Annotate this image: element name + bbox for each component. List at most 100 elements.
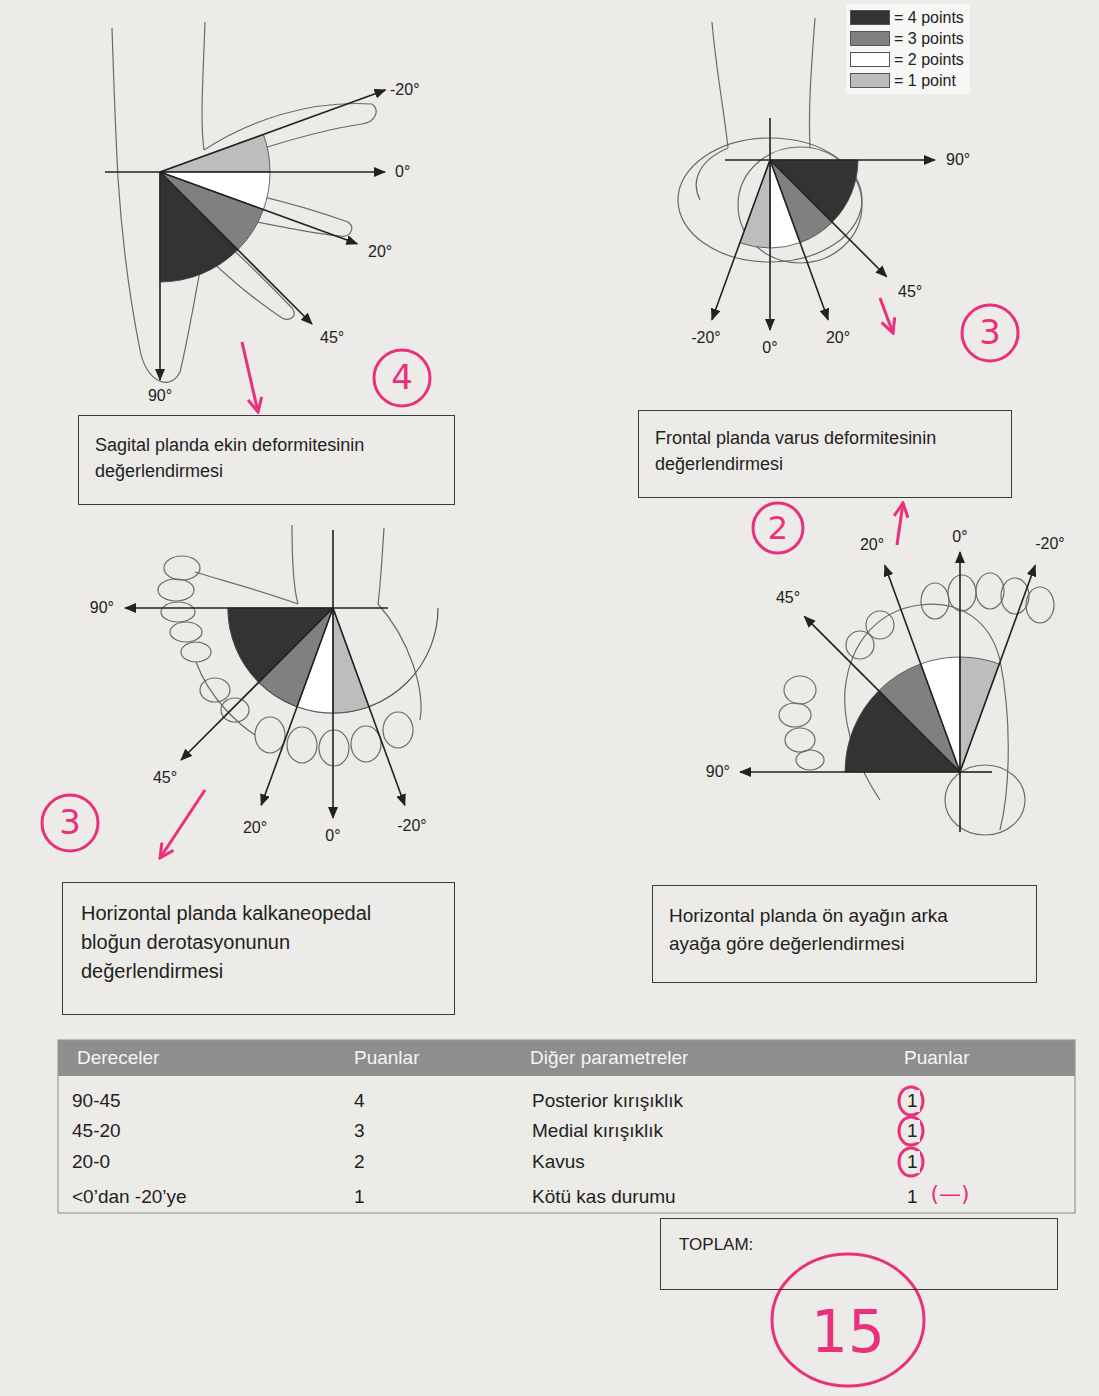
score-circle: [899, 1087, 923, 1115]
leg-outline: [696, 148, 728, 200]
legend-text: = 2 points: [894, 51, 964, 69]
score-mark: 4: [389, 358, 415, 397]
table-cell: <0’dan -20’ye: [70, 1186, 189, 1208]
axis-line: [960, 771, 992, 773]
table-header: Puanlar: [902, 1047, 972, 1069]
toe-outline: [161, 602, 195, 622]
legend-text: = 3 points: [894, 30, 964, 48]
angle-arrow: [181, 608, 333, 760]
score-circle: [899, 1117, 923, 1145]
leg-outline: [202, 22, 205, 150]
table-cell: 1: [905, 1120, 920, 1142]
toe-outline: [170, 622, 202, 642]
table-cell: 1: [352, 1186, 367, 1208]
pointer-arrow: [242, 342, 258, 412]
toe-outline: [948, 575, 976, 611]
toe-outline: [921, 583, 949, 619]
angle-label: -20°: [388, 81, 422, 99]
axis-line: [725, 159, 770, 161]
angle-label: 45°: [774, 589, 802, 607]
axis-line: [959, 772, 961, 832]
angle-label: 45°: [896, 283, 924, 301]
caption-box: Frontal planda varus deformitesinin değe…: [638, 410, 1012, 498]
angle-arrow: [160, 171, 385, 173]
total-box: TOPLAM:: [660, 1218, 1058, 1290]
table-cell: 20-0: [70, 1151, 112, 1173]
heel-outline: [945, 765, 1025, 835]
table-cell: Medial kırışıklık: [530, 1120, 665, 1142]
score-sectors: [845, 657, 999, 772]
table-cell: 45-20: [70, 1120, 123, 1142]
score-circle: [962, 305, 1018, 361]
angle-arrows: [125, 530, 405, 818]
angle-arrow: [885, 565, 960, 772]
angle-label: 90°: [88, 599, 116, 617]
angle-label: -20°: [689, 329, 723, 347]
table-cell: 3: [352, 1120, 367, 1142]
score-sectors: [740, 160, 858, 248]
angle-arrows: [712, 118, 935, 330]
calcaneopedal-diagram: [158, 525, 438, 766]
toe-outline: [200, 678, 230, 702]
box-text: Horizontal planda ön ayağın arka ayağa g…: [669, 902, 984, 957]
score-circle: [753, 503, 803, 553]
angle-arrow: [769, 160, 771, 330]
sagittal-diagram: [112, 22, 376, 382]
caption-box: Sagital planda ekin deformitesinin değer…: [78, 415, 455, 505]
legend-row: = 1 point: [850, 70, 964, 91]
legend-text: = 1 point: [894, 72, 956, 90]
total-score: 15: [809, 1299, 887, 1366]
toe-outline: [287, 727, 317, 763]
angle-arrow: [332, 608, 334, 818]
toe-outline: [351, 726, 381, 762]
box-text: Frontal planda varus deformitesinin değe…: [655, 425, 995, 477]
toe-outline: [1026, 587, 1054, 623]
box-text: Horizontal planda kalkaneopedal bloğun d…: [81, 899, 421, 986]
table-cell: 1: [905, 1186, 920, 1208]
angle-arrow: [960, 565, 1035, 772]
legend-box: = 4 points= 3 points= 2 points= 1 point: [846, 4, 970, 94]
leg-outline: [112, 28, 118, 178]
angle-arrow: [125, 607, 333, 609]
foot-outline: [195, 572, 298, 604]
angle-label: -20°: [395, 817, 429, 835]
angle-label: 0°: [760, 339, 779, 357]
axis-line: [769, 118, 771, 160]
total-circle: [772, 1254, 924, 1386]
score-sectors: [160, 134, 270, 282]
table-header: Dereceler: [75, 1047, 161, 1069]
angle-arrow: [770, 159, 935, 161]
angle-arrow: [159, 172, 161, 380]
leg-outline: [809, 18, 815, 148]
table-header: Puanlar: [352, 1047, 422, 1069]
toe-outline: [846, 631, 874, 659]
toe-outline: [164, 556, 200, 580]
angle-label: 90°: [704, 763, 732, 781]
table-cell: 1: [905, 1151, 920, 1173]
toe-outline: [181, 642, 211, 662]
score-circle: [42, 795, 98, 851]
pointer-arrow: [160, 790, 205, 858]
foot-outline: [845, 604, 1009, 830]
angle-label: 0°: [950, 528, 969, 546]
leg-outline: [292, 525, 298, 604]
score-mark: 3: [57, 803, 83, 842]
legend-swatch: [850, 73, 890, 88]
angle-arrow: [333, 608, 405, 805]
toe-outline: [383, 712, 413, 748]
pointer-arrow: [897, 503, 903, 545]
toe-outline: [255, 717, 285, 753]
foot-outline: [196, 662, 255, 735]
axis-line: [332, 530, 334, 608]
angle-label: 90°: [146, 387, 174, 405]
caption-box: Horizontal planda ön ayağın arka ayağa g…: [652, 885, 1037, 983]
angle-arrow: [261, 608, 333, 805]
heel-outline: [738, 147, 862, 263]
angle-label: 20°: [858, 536, 886, 554]
toe-outline: [976, 573, 1004, 609]
table-header: Diğer parametreler: [528, 1047, 690, 1069]
angle-label: 90°: [944, 151, 972, 169]
angle-arrow: [770, 160, 887, 277]
toe-outline: [785, 728, 815, 752]
